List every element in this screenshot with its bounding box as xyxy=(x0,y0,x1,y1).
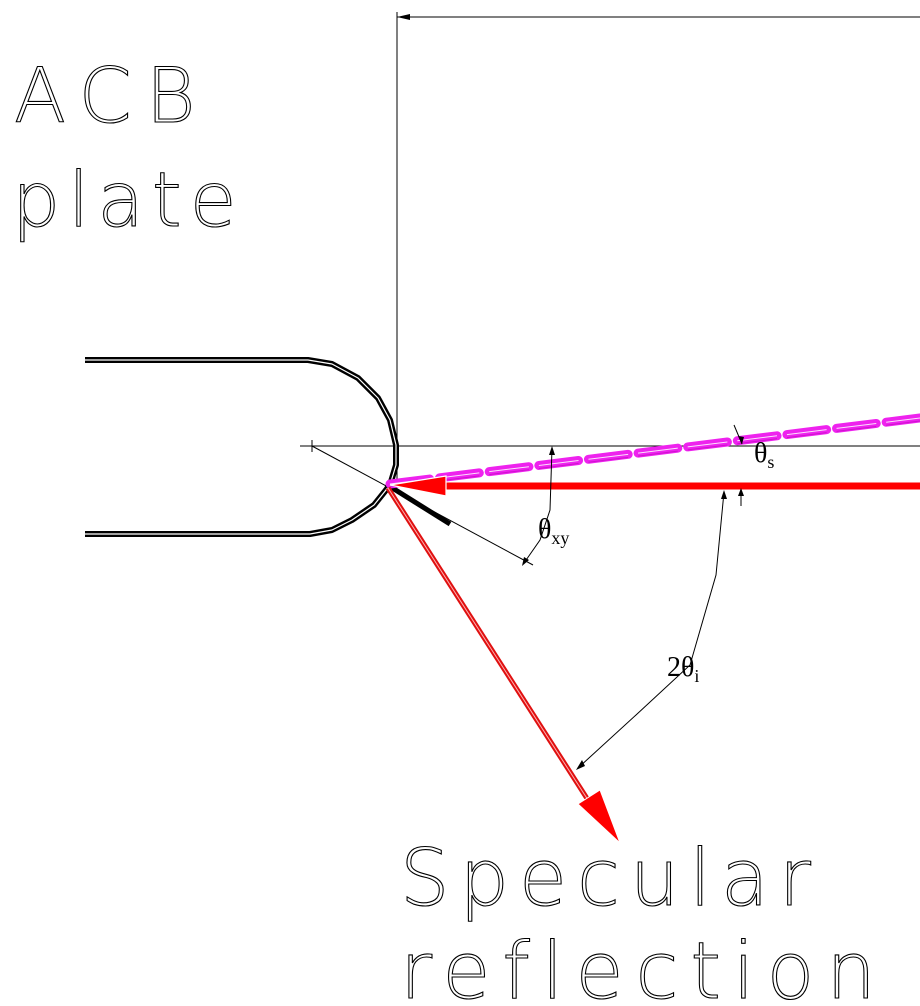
plate-label-line2: plate xyxy=(12,155,245,244)
acb-plate xyxy=(85,357,452,537)
theta-xy-arrowhead-bottom xyxy=(522,557,529,566)
theta-xy-label: θxy xyxy=(538,514,569,548)
two-theta-i-arrowhead-bottom xyxy=(576,760,585,770)
top-dimension-arrowhead xyxy=(397,14,410,20)
specular-beam xyxy=(385,486,621,844)
theta-s-label: θs xyxy=(754,438,774,472)
theta-xy-leader xyxy=(523,447,553,564)
two-theta-i-arrowhead-top xyxy=(721,490,727,499)
incident-angle-arrowhead xyxy=(738,488,744,496)
plate-label-line1: ACB xyxy=(14,51,209,140)
incident-beam xyxy=(389,475,920,497)
theta-s-arrowhead xyxy=(738,436,744,444)
reflection-label-line2: reflection xyxy=(400,927,888,1006)
two-theta-i-label: 2θi xyxy=(667,652,699,686)
theta-xy-arrowhead-top xyxy=(549,446,555,455)
two-theta-i-leader xyxy=(577,491,725,769)
reflection-label-line1: Specular xyxy=(400,834,821,924)
scattered-beam xyxy=(385,413,920,489)
